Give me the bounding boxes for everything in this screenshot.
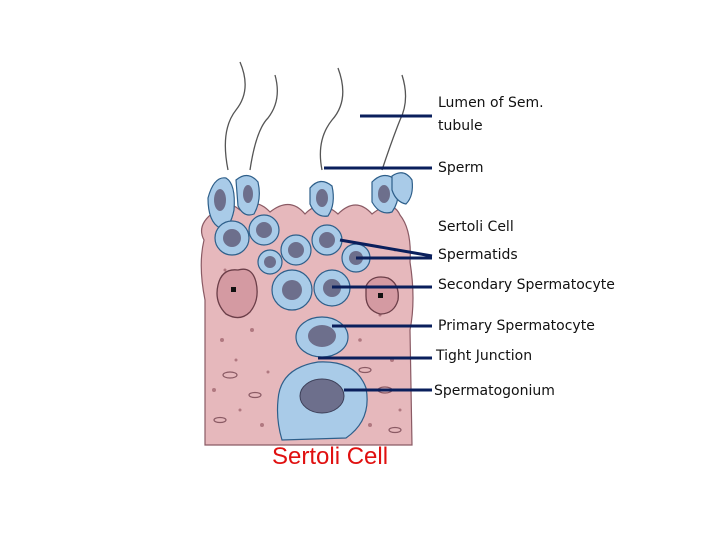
label-spermatids: Spermatids [438, 247, 518, 263]
spermatid [248, 214, 280, 246]
caption-title: Sertoli Cell [272, 443, 389, 470]
secondary-spermatocyte [271, 269, 313, 311]
nucleolus-left [231, 287, 236, 292]
label-sertoli-cell: Sertoli Cell [438, 219, 514, 235]
label-spermatogonium: Spermatogonium [434, 383, 555, 399]
label-sperm: Sperm [438, 160, 484, 176]
spermatid [257, 249, 283, 275]
leader-line-sertoli-cell [339, 238, 433, 258]
label-tight-junction: Tight Junction [436, 348, 533, 364]
label-lumen-line2: tubule [438, 118, 483, 134]
label-secondary-spermatocyte: Secondary Spermatocyte [438, 277, 615, 293]
label-primary-spermatocyte: Primary Spermatocyte [438, 318, 595, 334]
spermatid [280, 234, 312, 266]
spermatid [214, 220, 250, 256]
primary-spermatocyte [295, 316, 349, 358]
nucleolus-right [378, 293, 383, 298]
sperm-head-nuclei [214, 185, 390, 211]
sperm-tails [224, 61, 407, 171]
spermatid [311, 224, 343, 256]
spermatogonium [276, 361, 368, 441]
sertoli-nucleus-left [216, 268, 258, 319]
label-lumen-line1: Lumen of Sem. [438, 95, 544, 111]
leader-lines [318, 114, 433, 392]
